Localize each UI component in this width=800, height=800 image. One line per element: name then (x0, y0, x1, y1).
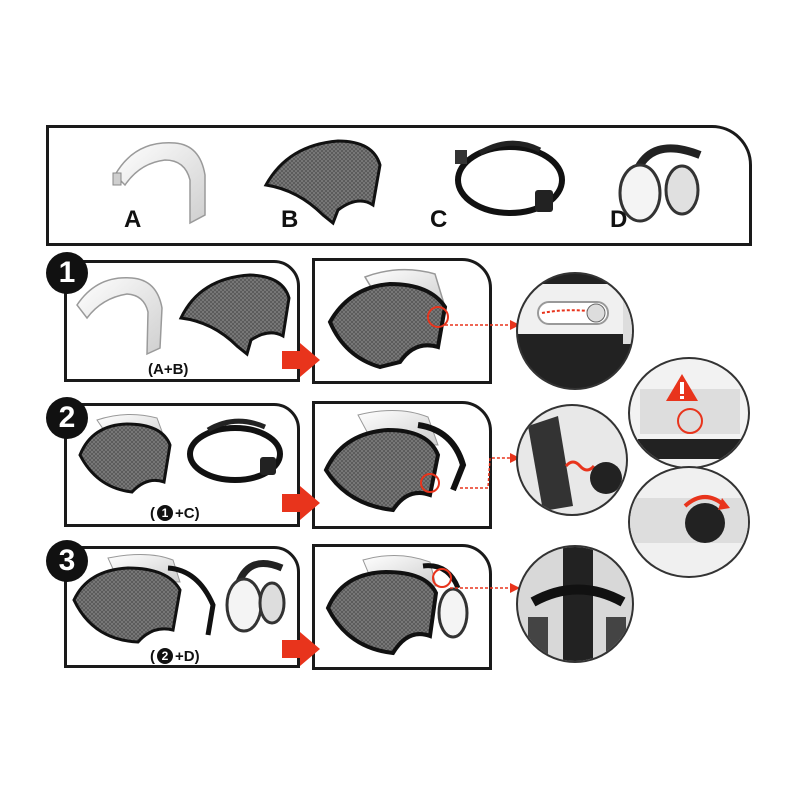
step1-arrow-icon (282, 343, 320, 377)
step3-detail-circle (516, 545, 634, 663)
step1-assembled-shield (327, 268, 449, 370)
step1-combo-label: (A+B) (148, 361, 189, 378)
step2-combo-label: (1+C) (150, 505, 200, 522)
step3-earmuffs (225, 560, 286, 633)
step2-assembled-shield (323, 409, 467, 513)
headband-icon (455, 140, 565, 216)
warning-detail-circle (628, 357, 750, 469)
step3-badge: 3 (46, 540, 88, 582)
mesh-visor-icon (263, 139, 382, 226)
step3-assembled-visor (72, 553, 216, 644)
step1-mesh-visor (178, 273, 291, 357)
part-label-d: D (610, 206, 628, 233)
step3-callout-line (450, 583, 520, 593)
step1-detail-circle (516, 272, 634, 390)
step3-arrow-icon (282, 632, 320, 666)
step3-assembled-shield (325, 554, 469, 656)
step3-combo-label: (2+D) (150, 648, 200, 665)
part-label-a: A (124, 206, 142, 233)
step2-arrow-icon (282, 486, 320, 520)
part-label-c: C (430, 206, 448, 233)
visor-frame-icon (112, 142, 206, 225)
step2-assembled-visor (78, 414, 172, 494)
step1-callout-line (445, 320, 520, 330)
rotate-knob-detail-circle (628, 466, 750, 578)
step2-detail-circle (516, 404, 628, 516)
earmuffs-icon (618, 144, 702, 223)
part-label-b: B (281, 206, 299, 233)
warning-triangle-icon (638, 374, 742, 459)
pin-slot-detail-icon (518, 284, 632, 344)
step1-badge: 1 (46, 252, 88, 294)
step2-badge: 2 (46, 397, 88, 439)
rotate-arrow-icon (630, 495, 748, 543)
step2-callout-line (460, 453, 520, 489)
parts-legend-box (46, 125, 752, 246)
step2-headband (187, 418, 283, 483)
step1-visor-frame (76, 276, 163, 356)
knob-screw-detail-icon (528, 416, 622, 511)
earmuff-clip-detail-icon (528, 547, 626, 661)
